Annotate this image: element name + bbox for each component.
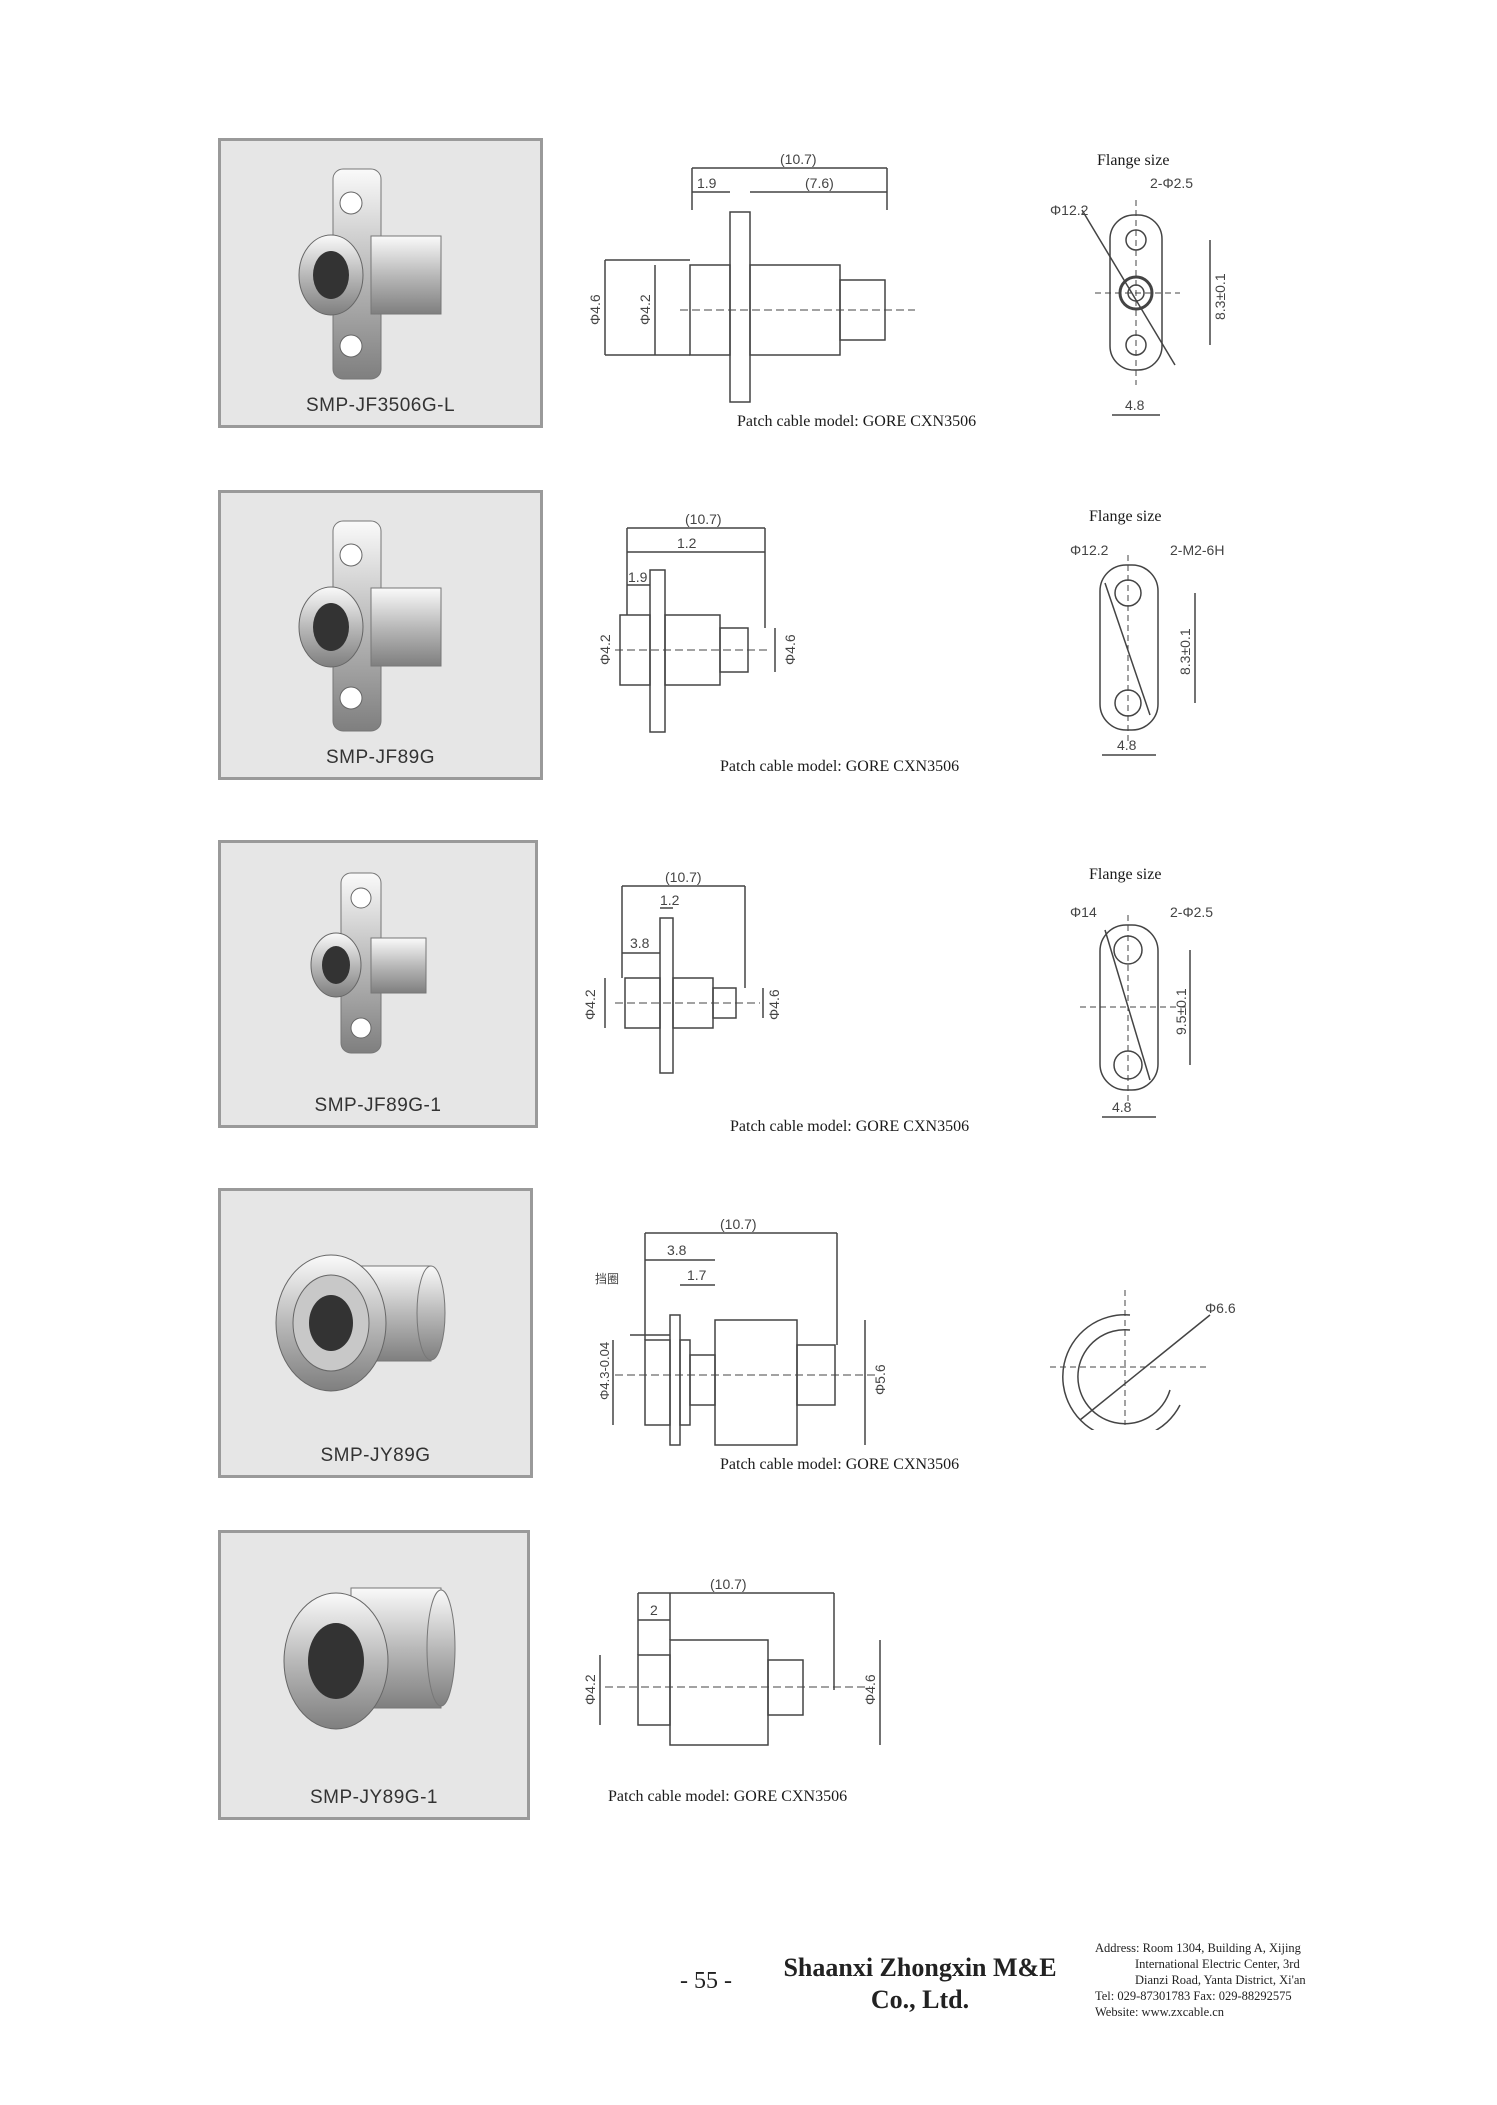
- flange-title: Flange size: [1089, 866, 1162, 883]
- company-name: Shaanxi Zhongxin M&E Co., Ltd.: [770, 1952, 1070, 2016]
- page-number: - 55 -: [680, 1968, 732, 1994]
- dim-a: 1.9: [697, 175, 717, 191]
- dim-d1: Φ4.2: [582, 989, 598, 1020]
- dim-b: 1.9: [628, 569, 648, 585]
- company-line-1: Shaanxi Zhongxin M&E: [783, 1953, 1057, 1982]
- caption: Patch cable model: GORE CXN3506: [608, 1788, 848, 1805]
- flange-width: 4.8: [1117, 737, 1137, 753]
- product-label: SMP-JF89G-1: [314, 1095, 442, 1116]
- dim-a: 2: [650, 1602, 658, 1618]
- connector-image: [298, 520, 442, 732]
- connector-image: [283, 1587, 456, 1730]
- flange-holes: 2-M2-6H: [1170, 542, 1224, 558]
- product-label: SMP-JY89G-1: [310, 1787, 438, 1808]
- dim-a: 1.2: [677, 535, 697, 551]
- flange-drawing: Φ12.2 2-Φ2.5 8.3±0.1 4.8: [1050, 175, 1228, 416]
- flange-dia: Φ14: [1070, 904, 1097, 920]
- product-label: SMP-JF3506G-L: [305, 395, 456, 416]
- flange-pitch: 8.3±0.1: [1212, 273, 1228, 320]
- dim-d2: Φ4.2: [637, 294, 653, 325]
- dimension-drawing: (10.7) 1.2 1.9 Φ4.2 Φ4.6: [597, 511, 798, 733]
- flange-title: Flange size: [1097, 152, 1170, 169]
- caption: Patch cable model: GORE CXN3506: [720, 758, 960, 775]
- address-line: Dianzi Road, Yanta District, Xi'an: [1135, 1973, 1306, 1987]
- dim-b: (7.6): [805, 175, 834, 191]
- caption: Patch cable model: GORE CXN3506: [730, 1118, 970, 1135]
- dim-d1: Φ4.3-0.04: [597, 1342, 612, 1400]
- flange-drawing: Φ14 2-Φ2.5 9.5±0.1 4.8: [1070, 904, 1213, 1118]
- dim-d2: Φ4.6: [862, 1674, 878, 1705]
- dim-d2: Φ4.6: [782, 634, 798, 665]
- contact-info: Address: Room 1304, Building A, Xijing I…: [1095, 1940, 1345, 2020]
- dim-d1: Φ4.2: [597, 634, 613, 665]
- dim-d2: Φ4.6: [766, 989, 782, 1020]
- company-line-2: Co., Ltd.: [870, 1985, 970, 2014]
- flange-dia: Φ12.2: [1070, 542, 1109, 558]
- flange-dia: Φ12.2: [1050, 202, 1089, 218]
- flange-drawing: Φ12.2 2-M2-6H 8.3±0.1 4.8: [1070, 542, 1224, 756]
- product-photo: SMP-JF3506G-L: [218, 138, 543, 428]
- clip-drawing: Φ6.6: [1050, 1290, 1236, 1430]
- retaining-ring-label: 挡圈: [595, 1272, 619, 1286]
- dimension-drawing: (10.7) 1.9 (7.6) Φ4.6 Φ4.2: [587, 151, 915, 403]
- clip-dia: Φ6.6: [1205, 1300, 1236, 1316]
- dim-overall: (10.7): [710, 1576, 747, 1592]
- dim-overall: (10.7): [685, 511, 722, 527]
- dimension-drawing: (10.7) 2 Φ4.2 Φ4.6: [582, 1576, 881, 1746]
- dim-overall: (10.7): [780, 151, 817, 167]
- flange-pitch: 8.3±0.1: [1177, 628, 1193, 675]
- caption: Patch cable model: GORE CXN3506: [737, 413, 977, 430]
- dimension-drawing: (10.7) 1.2 3.8 Φ4.2 Φ4.6: [582, 869, 782, 1074]
- flange-width: 4.8: [1112, 1099, 1132, 1115]
- dim-a: 3.8: [667, 1242, 687, 1258]
- dim-d1: Φ4.6: [587, 294, 603, 325]
- flange-title: Flange size: [1089, 508, 1162, 525]
- dim-b: 1.7: [687, 1267, 707, 1283]
- dim-overall: (10.7): [720, 1216, 757, 1232]
- dim-a: 1.2: [660, 892, 680, 908]
- phone-fax-line: Tel: 029-87301783 Fax: 029-88292575: [1095, 1989, 1292, 2003]
- flange-pitch: 9.5±0.1: [1173, 988, 1189, 1035]
- flange-width: 4.8: [1125, 397, 1145, 413]
- dim-overall: (10.7): [665, 869, 702, 885]
- dim-d1: Φ4.2: [582, 1674, 598, 1705]
- connector-image: [310, 872, 427, 1054]
- address-line: Address: Room 1304, Building A, Xijing: [1095, 1941, 1301, 1955]
- product-label: SMP-JY89G: [320, 1445, 431, 1466]
- product-photo: SMP-JY89G-1: [218, 1530, 530, 1820]
- product-photo: SMP-JF89G-1: [218, 840, 538, 1128]
- product-photo: SMP-JY89G: [218, 1188, 533, 1478]
- website-line: Website: www.zxcable.cn: [1095, 2005, 1225, 2019]
- dim-b: 3.8: [630, 935, 650, 951]
- flange-holes: 2-Φ2.5: [1150, 175, 1193, 191]
- product-label: SMP-JF89G: [325, 747, 436, 768]
- flange-holes: 2-Φ2.5: [1170, 904, 1213, 920]
- dimension-drawing: (10.7) 3.8 1.7 挡圈 Φ4.3-0.04 Φ5.6: [595, 1216, 888, 1446]
- dim-d2: Φ5.6: [872, 1364, 888, 1395]
- caption: Patch cable model: GORE CXN3506: [720, 1456, 960, 1473]
- product-photo: SMP-JF89G: [218, 490, 543, 780]
- address-line: International Electric Center, 3rd: [1135, 1957, 1300, 1971]
- connector-image: [298, 168, 442, 380]
- connector-image: [275, 1254, 446, 1392]
